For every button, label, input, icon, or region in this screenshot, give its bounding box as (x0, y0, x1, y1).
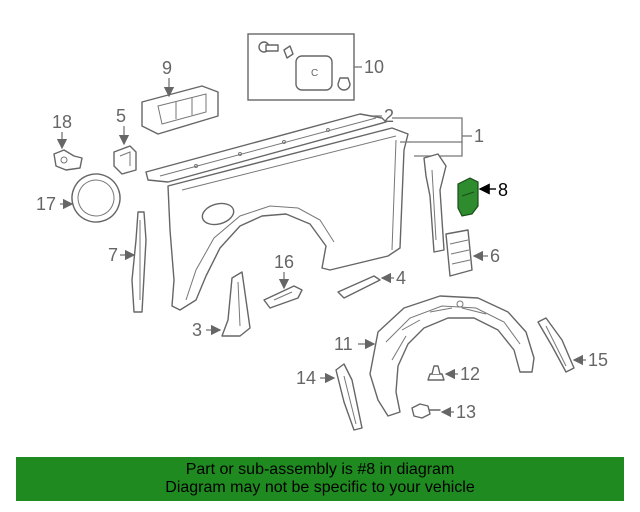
callout-13[interactable]: 13 (456, 402, 476, 422)
callout-4[interactable]: 4 (396, 268, 406, 288)
part-17-fuel-door[interactable] (65, 167, 127, 229)
part-14[interactable] (335, 363, 363, 431)
part-2-bed-rail[interactable] (145, 113, 387, 183)
banner-line-1: Part or sub-assembly is #8 in diagram (185, 461, 455, 478)
part-7[interactable] (131, 211, 147, 313)
part-16[interactable] (263, 285, 303, 309)
part-11-wheel-liner[interactable] (369, 295, 535, 417)
callout-7[interactable]: 7 (108, 245, 118, 265)
exploded-parts-diagram: C 10 9 18 5 17 7 2 (36, 33, 608, 431)
callout-5[interactable]: 5 (116, 106, 126, 126)
callout-6[interactable]: 6 (490, 246, 500, 266)
callout-11[interactable]: 11 (334, 334, 353, 354)
part-4[interactable] (337, 275, 381, 299)
part-3[interactable] (221, 271, 251, 337)
callout-18[interactable]: 18 (52, 112, 72, 132)
callout-15[interactable]: 15 (588, 350, 608, 370)
info-banner: Part or sub-assembly is #8 in diagram Di… (16, 457, 624, 501)
callout-8[interactable]: 8 (498, 180, 508, 200)
part-18[interactable] (53, 149, 83, 171)
callout-3[interactable]: 3 (192, 320, 202, 340)
part-13-bolt[interactable] (411, 403, 441, 419)
part-9[interactable] (141, 85, 219, 135)
part-15[interactable] (537, 317, 575, 373)
callout-10[interactable]: 10 (364, 57, 384, 77)
callout-2[interactable]: 2 (384, 106, 394, 126)
svg-text:C: C (311, 68, 318, 79)
callout-12[interactable]: 12 (460, 364, 480, 384)
part-12-fastener[interactable] (427, 365, 445, 381)
part-6[interactable] (445, 229, 473, 277)
part-1-bed-side-panel[interactable] (167, 127, 409, 311)
callout-9[interactable]: 9 (162, 58, 172, 78)
part-10-hardware-kit[interactable]: C (247, 33, 355, 101)
callout-14[interactable]: 14 (296, 368, 316, 388)
callout-1[interactable]: 1 (474, 126, 484, 146)
part-8-highlighted[interactable] (457, 177, 479, 217)
part-5[interactable] (113, 145, 137, 175)
callout-17[interactable]: 17 (36, 194, 56, 214)
callout-16[interactable]: 16 (274, 252, 294, 272)
banner-line-2: Diagram may not be specific to your vehi… (165, 479, 475, 496)
bed-side-bracket (423, 153, 447, 253)
